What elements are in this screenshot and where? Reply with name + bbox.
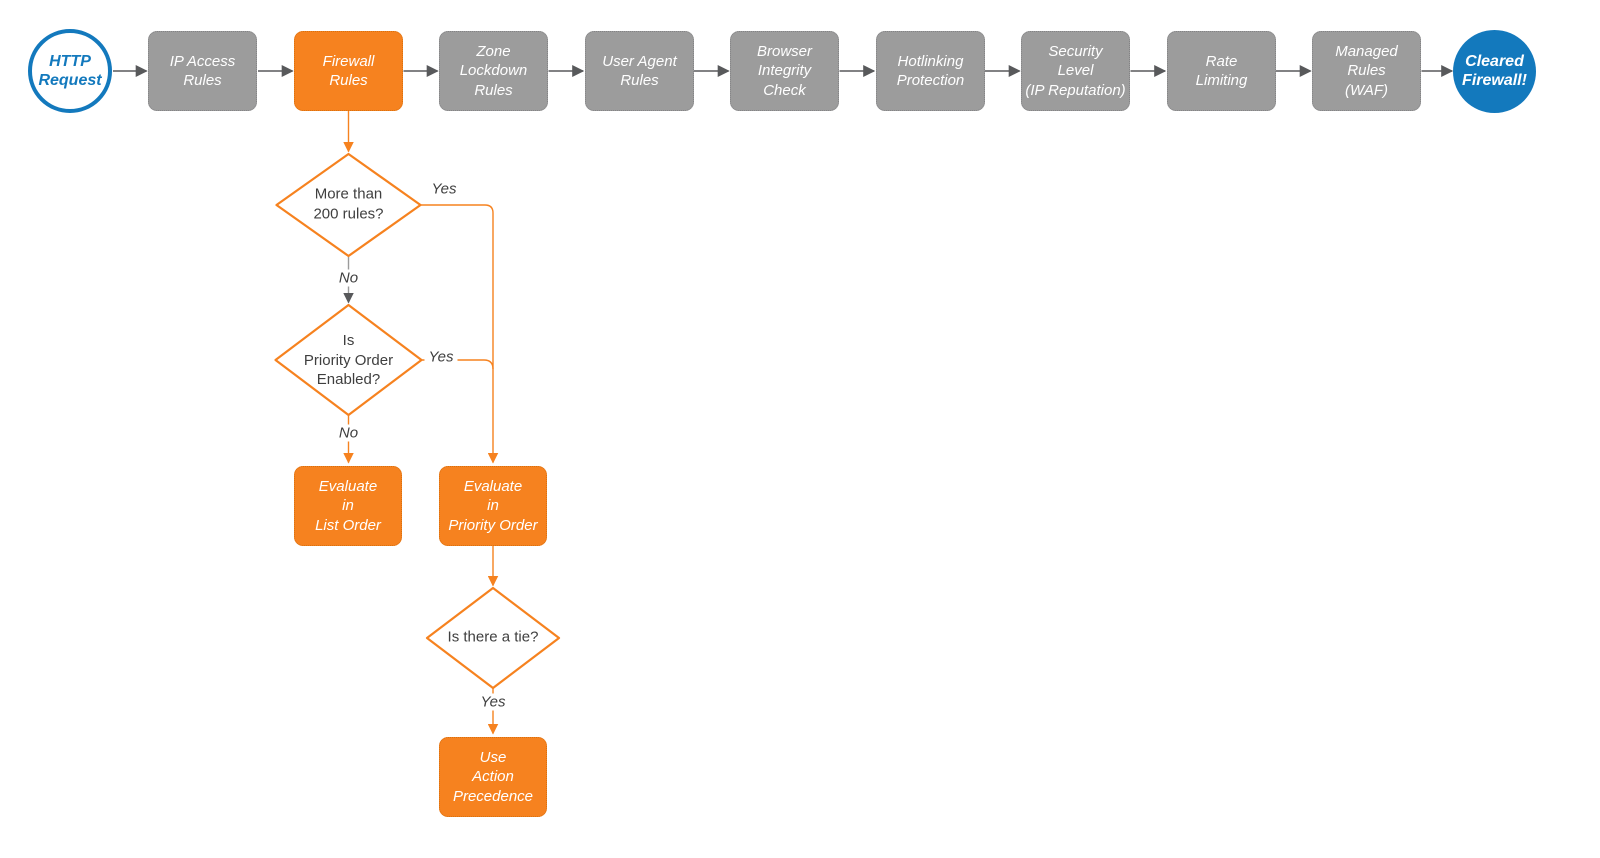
edge-decision1-yes [420,204,499,464]
node-user-agent-rules: User Agent Rules [585,31,694,111]
node-label: Evaluate in List Order [315,478,381,534]
edge-label-decision1-no: No [334,269,363,287]
node-evaluate-priority-order: Evaluate in Priority Order [439,466,547,546]
node-use-action-precedence: Use Action Precedence [439,737,547,817]
node-label: IP Access Rules [169,52,236,89]
decision-diamond-priority-enabled [274,303,423,417]
node-label: Hotlinking Protection [896,52,965,89]
decision-label-tie: Is there a tie? [447,628,539,646]
edge-label-decision2-no: No [334,424,363,442]
node-hotlinking-protection: Hotlinking Protection [876,31,985,111]
node-security-level: Security Level (IP Reputation) [1021,31,1130,111]
node-label: Rate Limiting [1195,52,1248,89]
node-label: Security Level (IP Reputation) [1025,43,1126,99]
node-label: Firewall Rules [322,52,375,89]
edge-label-decision2-yes: Yes [424,348,458,366]
decision-diamond-tie [425,586,561,690]
node-rate-limiting: Rate Limiting [1167,31,1276,111]
node-label: Managed Rules (WAF) [1335,43,1398,99]
node-evaluate-list-order: Evaluate in List Order [294,466,402,546]
node-browser-integrity-check: Browser Integrity Check [730,31,839,111]
decision-diamond-200-rules [275,152,422,258]
node-label: Cleared Firewall! [1462,52,1527,89]
node-cleared-firewall: Cleared Firewall! [1453,29,1536,113]
node-label: User Agent Rules [602,52,677,89]
node-label: Zone Lockdown Rules [459,43,528,99]
node-zone-lockdown-rules: Zone Lockdown Rules [439,31,548,111]
edge-label-decision3-yes: Yes [476,693,510,711]
node-ip-access-rules: IP Access Rules [148,31,257,111]
edge-decision2-yes [421,359,494,370]
decision-label-priority-enabled: Is Priority Order Enabled? [303,331,394,388]
node-label: Use Action Precedence [452,749,534,805]
node-label: Browser Integrity Check [756,43,812,99]
node-label: Evaluate in Priority Order [448,478,538,534]
node-label: HTTP Request [38,52,102,89]
node-managed-rules-waf: Managed Rules (WAF) [1312,31,1421,111]
node-firewall-rules: Firewall Rules [294,31,403,111]
edge-label-decision1-yes: Yes [431,180,457,198]
node-http-request: HTTP Request [28,29,112,113]
decision-label-200-rules: More than 200 rules? [313,185,384,223]
